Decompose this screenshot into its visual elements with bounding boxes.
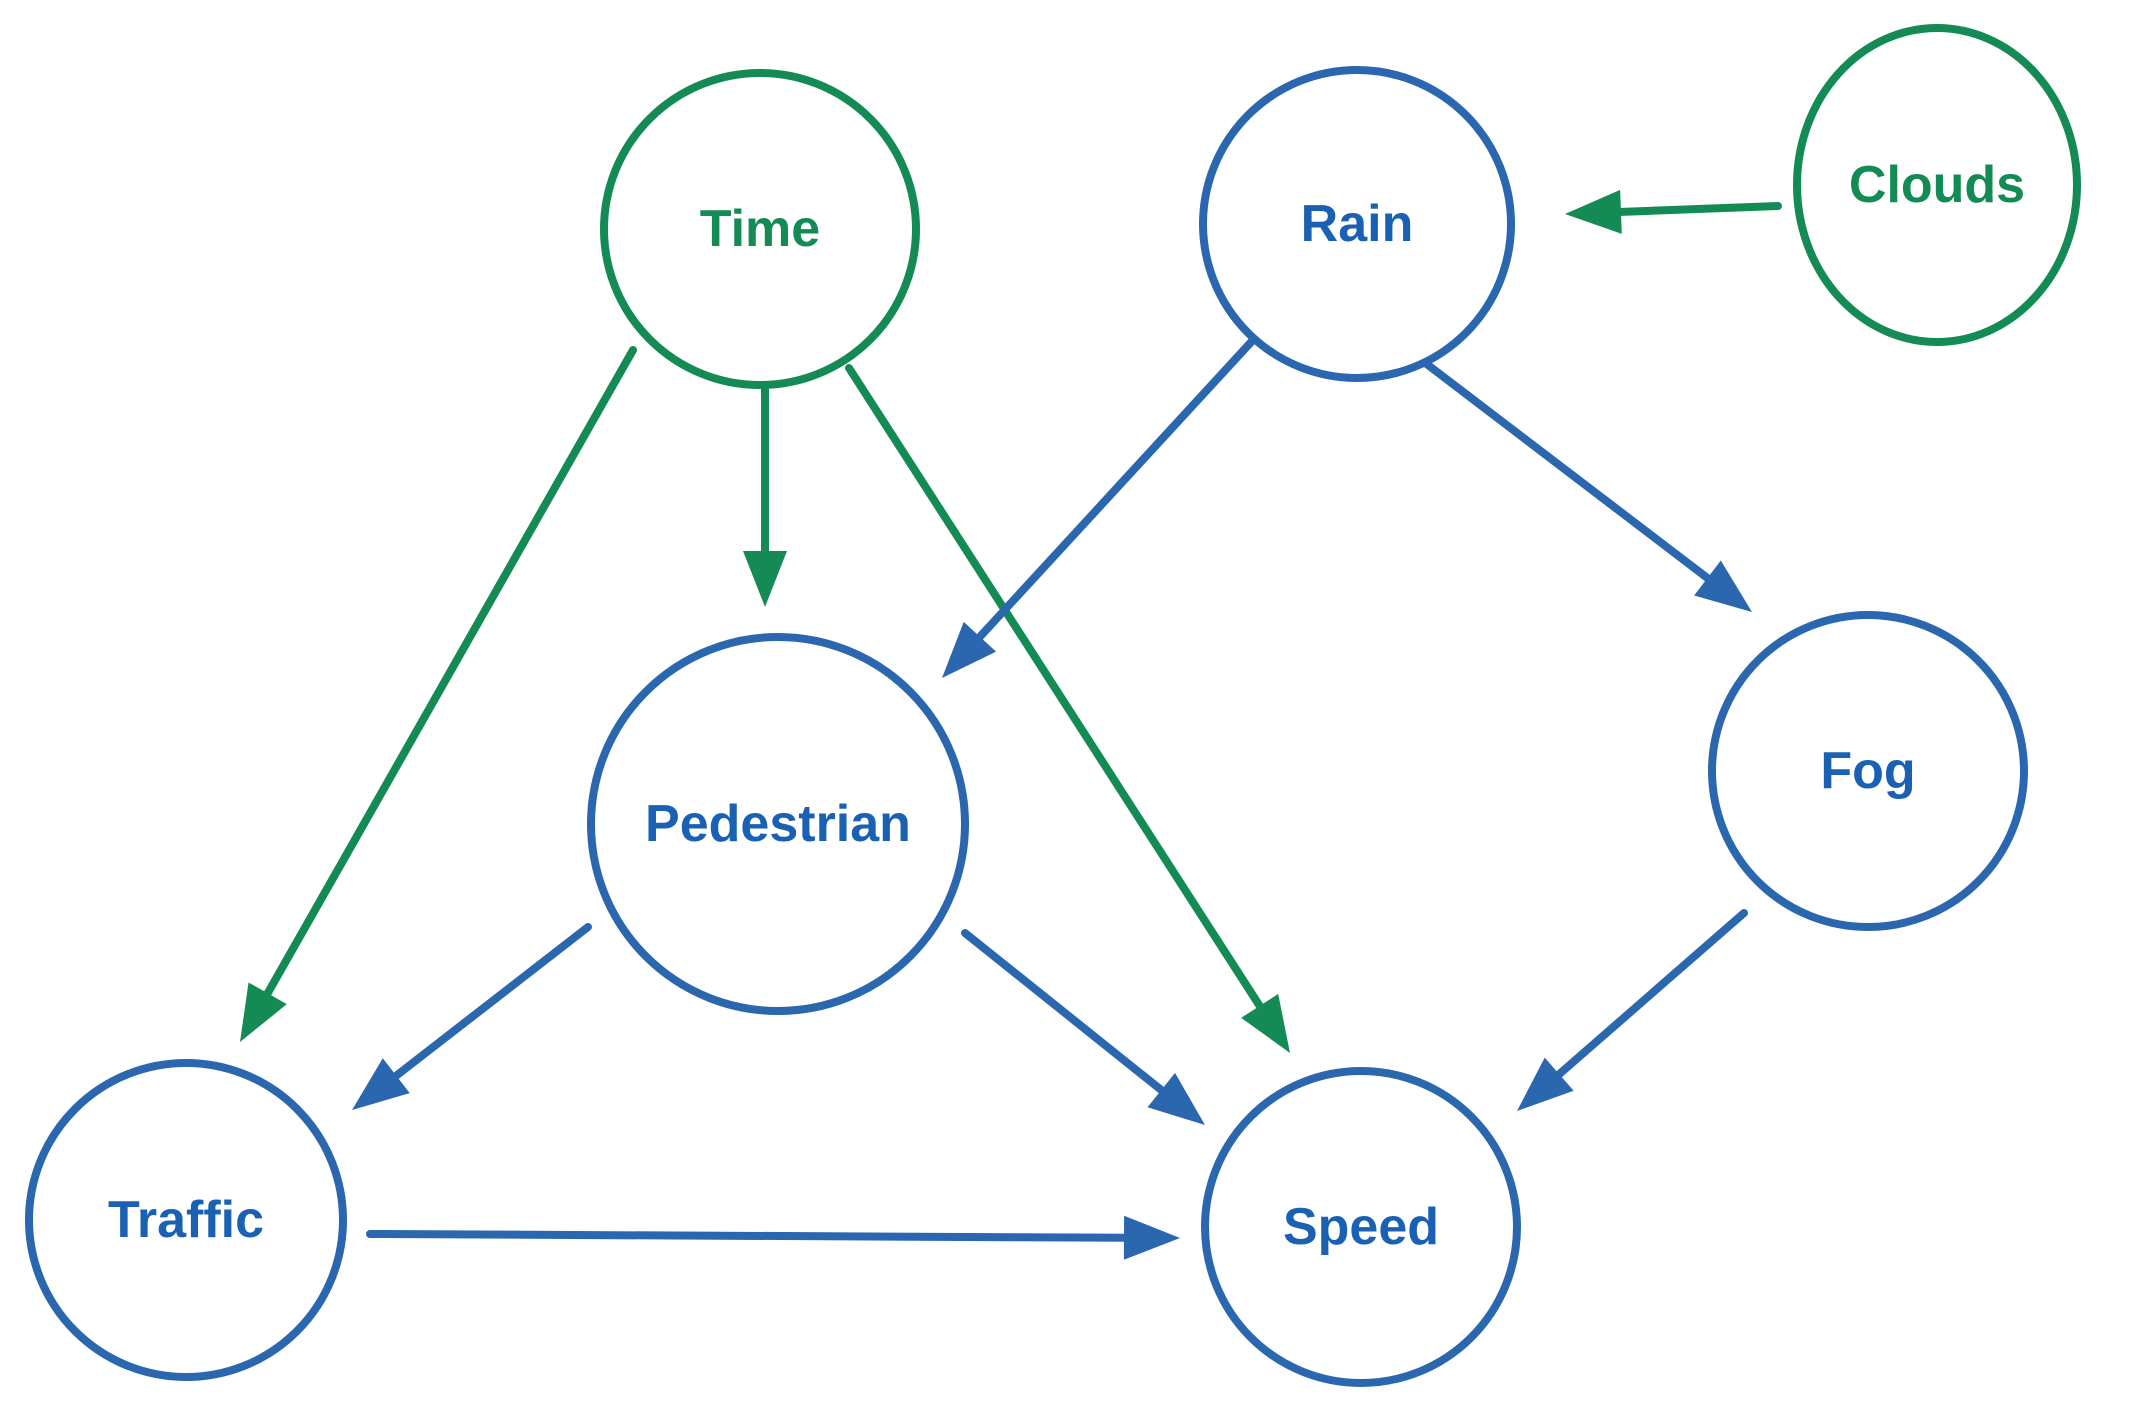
node-label-fog: Fog xyxy=(1820,742,1915,800)
edge-pedestrian-traffic xyxy=(387,923,592,1084)
arrowhead-fog-speed xyxy=(1517,1057,1574,1111)
edge-pedestrian-speed xyxy=(961,929,1170,1098)
node-speed xyxy=(1201,1067,1521,1387)
arrowhead-time-pedestrian xyxy=(743,551,787,607)
edge-rain-fog xyxy=(1420,358,1717,586)
arrowhead-rain-fog xyxy=(1694,560,1752,612)
arrowhead-clouds-rain xyxy=(1565,189,1622,234)
node-label-time: Time xyxy=(700,200,820,258)
node-label-pedestrian: Pedestrian xyxy=(645,795,911,853)
arrowhead-pedestrian-traffic xyxy=(352,1058,410,1110)
node-label-rain: Rain xyxy=(1301,195,1414,253)
edge-rain-pedestrian xyxy=(971,336,1257,646)
edge-fog-speed xyxy=(1550,909,1748,1083)
edge-time-speed xyxy=(845,364,1267,1015)
node-fog xyxy=(1708,611,2028,931)
node-time xyxy=(600,69,920,389)
edge-traffic-speed xyxy=(366,1230,1135,1242)
node-pedestrian xyxy=(587,633,969,1015)
node-rain xyxy=(1199,66,1515,382)
node-label-clouds: Clouds xyxy=(1849,156,2025,214)
arrowhead-pedestrian-speed xyxy=(1147,1072,1205,1125)
edge-time-traffic xyxy=(260,346,637,1003)
arrowhead-time-speed xyxy=(1241,994,1290,1053)
arrowhead-rain-pedestrian xyxy=(942,621,997,678)
arrowhead-traffic-speed xyxy=(1123,1215,1180,1260)
node-label-traffic: Traffic xyxy=(108,1191,264,1249)
node-traffic xyxy=(25,1059,347,1381)
edge-clouds-rain xyxy=(1610,202,1782,217)
node-clouds xyxy=(1793,24,2081,346)
node-label-speed: Speed xyxy=(1283,1198,1439,1256)
arrowhead-time-traffic xyxy=(240,982,287,1042)
